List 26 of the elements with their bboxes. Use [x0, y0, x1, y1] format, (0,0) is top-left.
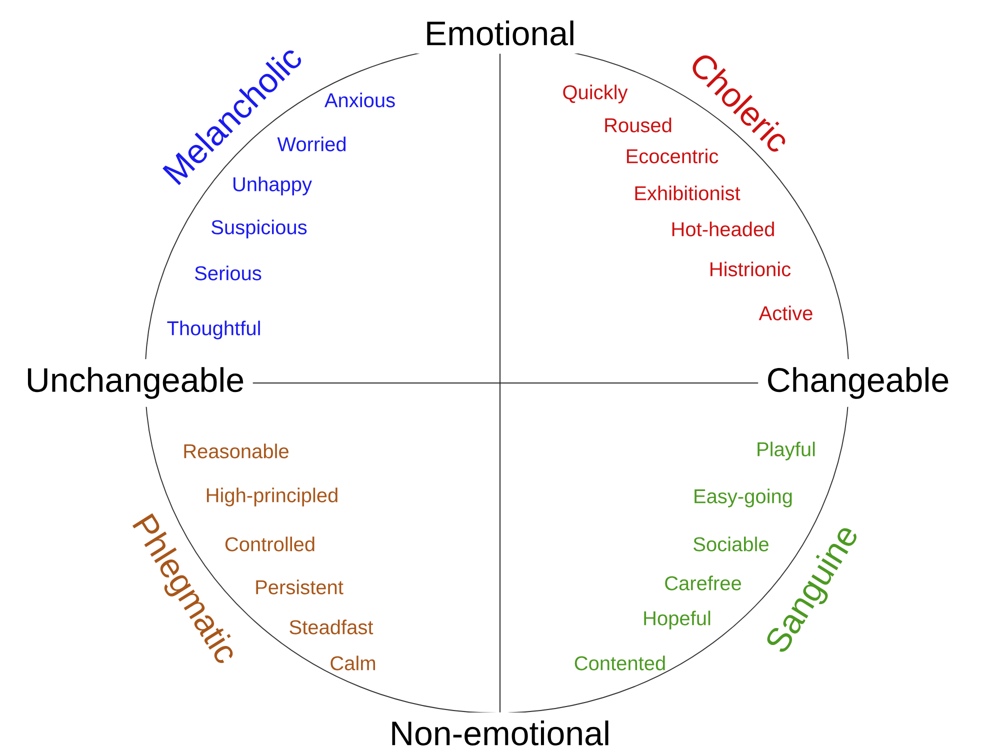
axis-label: Unchangeable	[17, 359, 253, 407]
trait-label: Calm	[330, 656, 375, 670]
trait-label: Quickly	[563, 84, 628, 104]
trait-label: Thoughtful	[167, 320, 260, 340]
trait-label: Serious	[195, 266, 262, 280]
trait-label: Hot-headed	[672, 222, 774, 236]
trait-label: Active	[758, 306, 812, 320]
trait-label: Reasonable	[184, 444, 288, 458]
trait-label: High-principled	[206, 488, 338, 506]
trait-label: Carefree	[665, 576, 741, 590]
trait-label: Hopeful	[644, 610, 710, 630]
trait-label: Sociable	[694, 536, 768, 552]
trait-label: Histrionic	[710, 262, 791, 276]
axis-label: Non-emotional	[381, 712, 619, 753]
trait-label: Exhibitionist	[635, 186, 740, 200]
trait-label: Steadfast	[290, 620, 374, 634]
trait-label: Playful	[758, 442, 815, 460]
axis-label: Changeable	[758, 359, 958, 407]
trait-label: Roused	[605, 118, 672, 132]
trait-label: Contented	[574, 656, 665, 670]
trait-label: Persistent	[256, 580, 344, 594]
trait-label: Easy-going	[694, 488, 792, 508]
trait-label: Suspicious	[212, 220, 307, 238]
trait-label: Anxious	[324, 92, 395, 108]
axis-line	[252, 382, 759, 384]
axis-label: Emotional	[416, 12, 584, 54]
